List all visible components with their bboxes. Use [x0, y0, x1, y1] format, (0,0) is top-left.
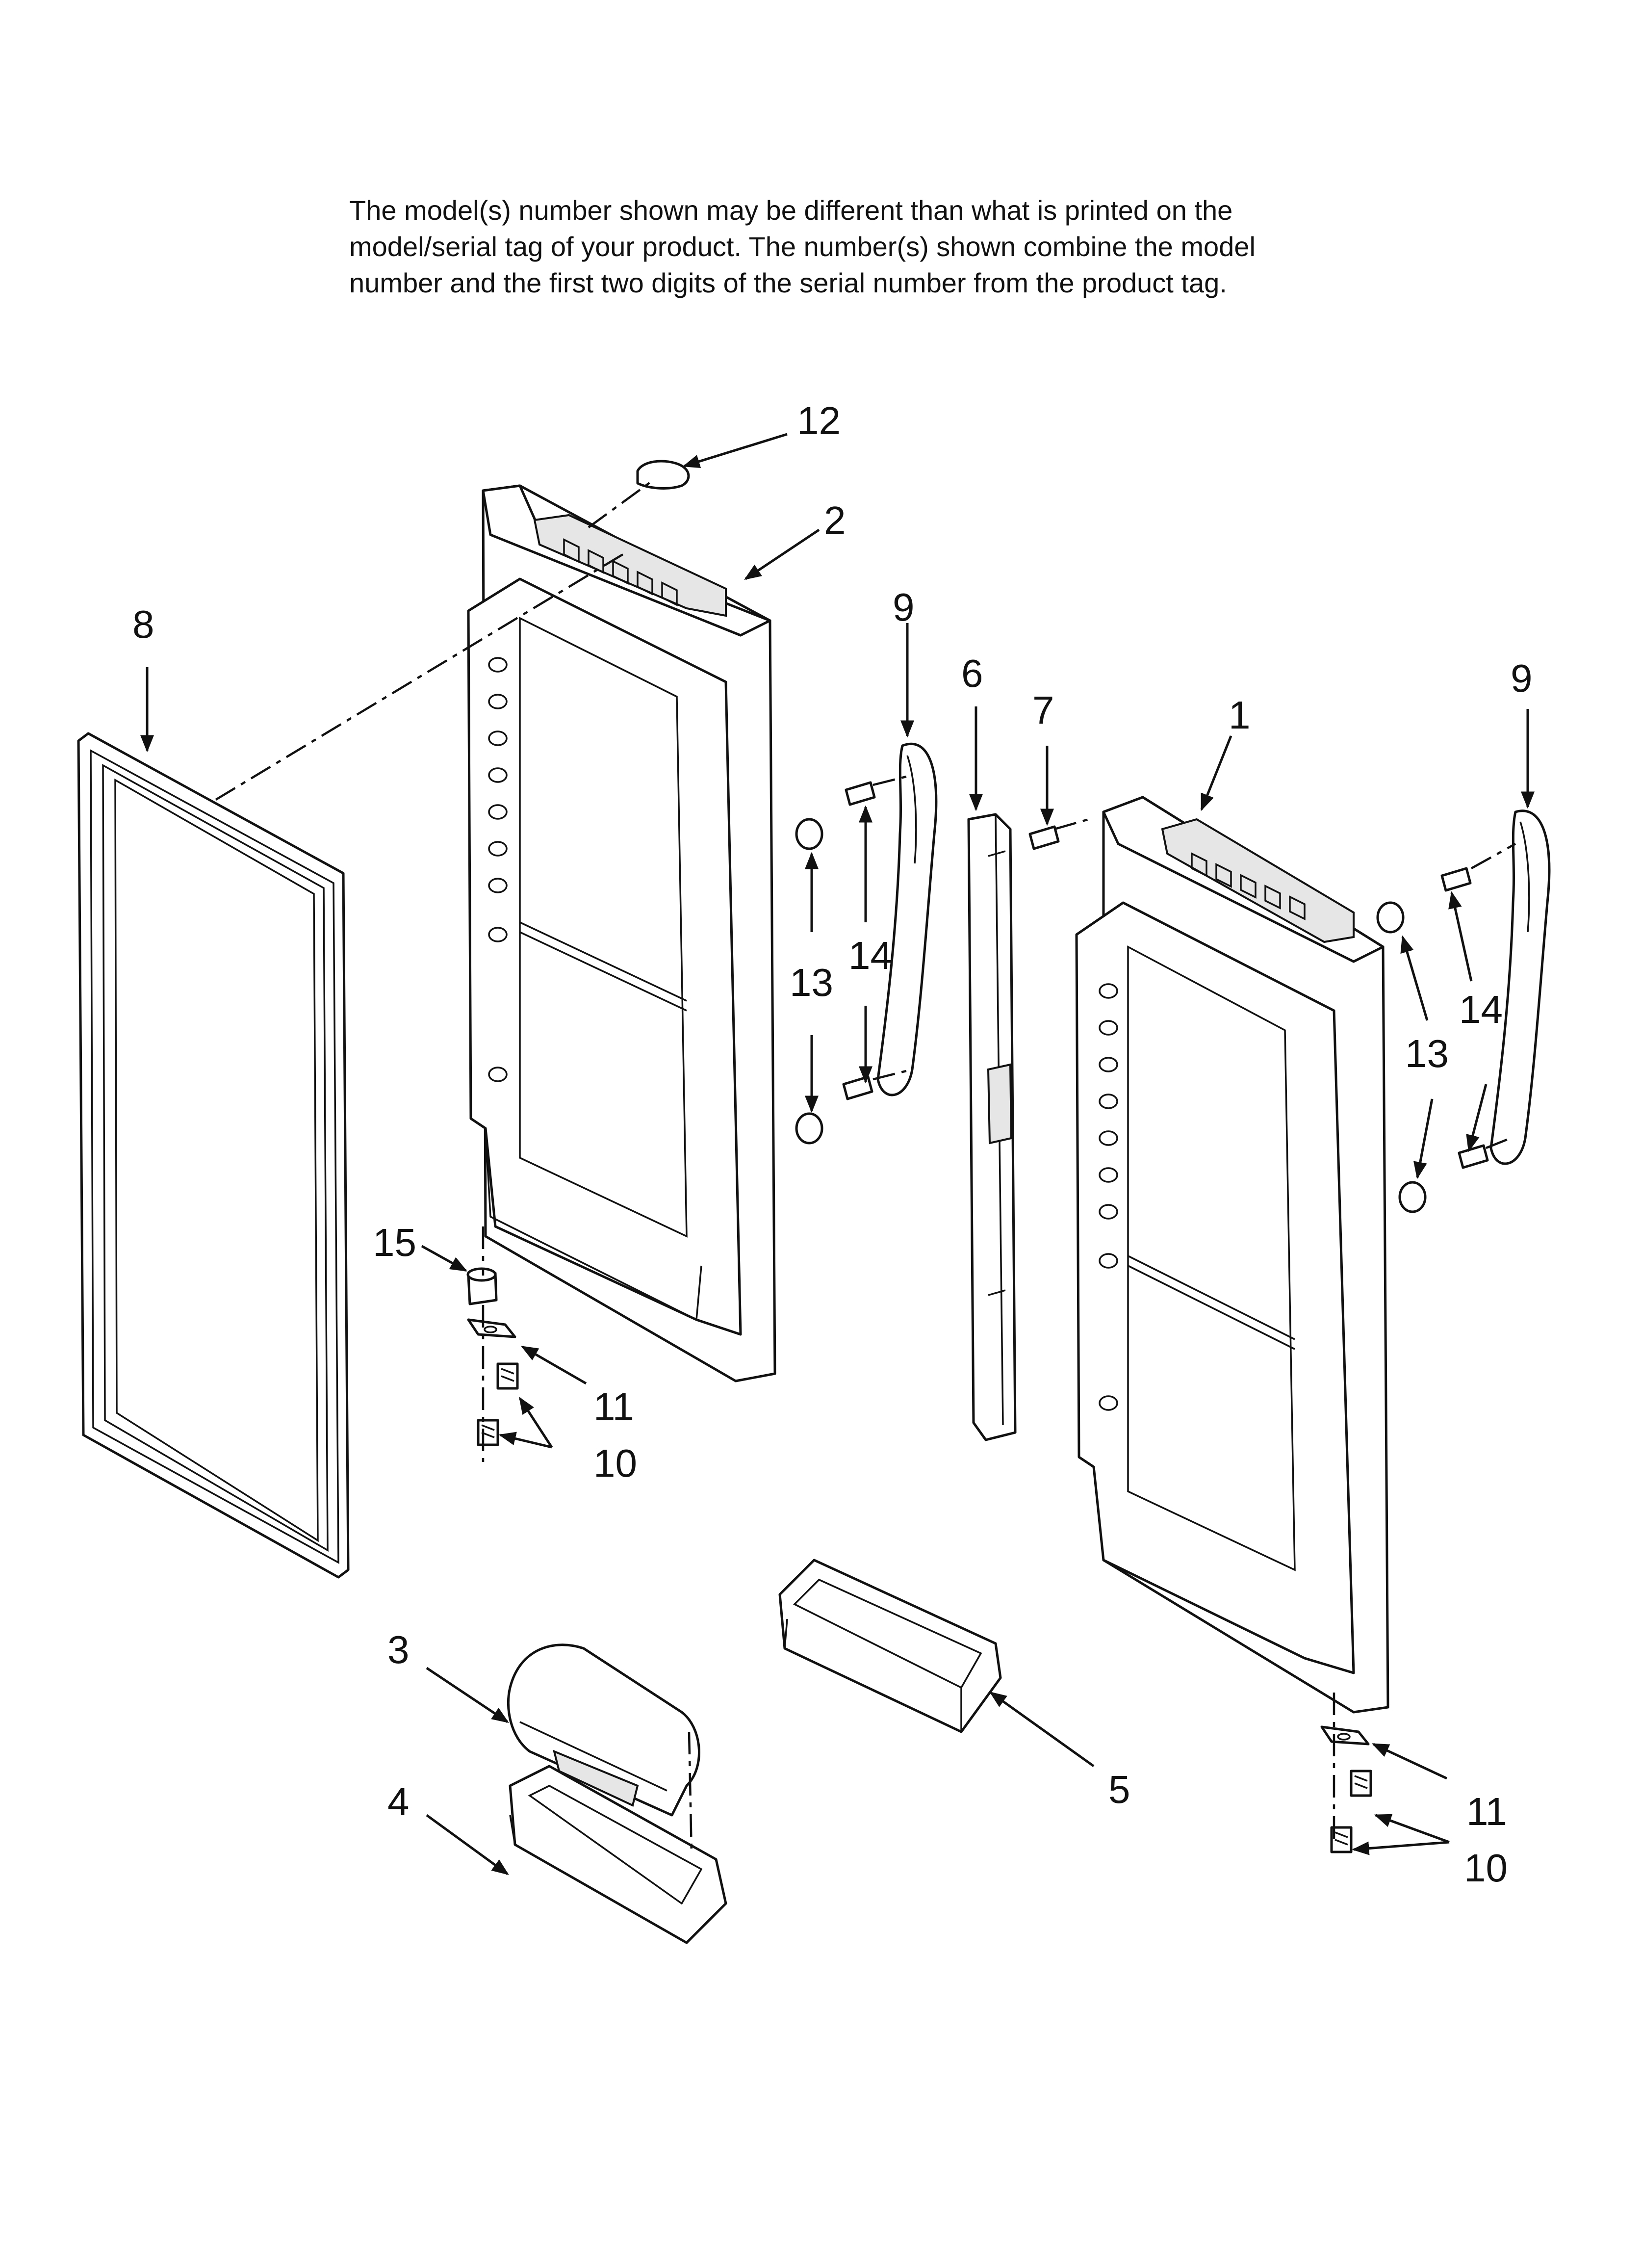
center-mullion	[967, 813, 1017, 1441]
door-cap-12	[636, 460, 690, 490]
dairy-bin	[509, 1765, 727, 1944]
callout-2: 2	[824, 498, 846, 542]
door-gasket	[77, 732, 350, 1579]
callout-13-left: 13	[790, 961, 833, 1004]
handle-bumpers-13	[795, 818, 1427, 1213]
callout-14-right: 14	[1459, 988, 1503, 1031]
screws-10-right	[1330, 1770, 1372, 1853]
hinge-shim-right	[1320, 1725, 1370, 1746]
assembly-lines	[215, 480, 1516, 1855]
callout-1: 1	[1229, 693, 1251, 737]
callout-6: 6	[961, 652, 983, 695]
callout-9-right: 9	[1511, 656, 1533, 700]
callout-12: 12	[797, 399, 841, 443]
notice-line-1: The model(s) number shown may be differe…	[349, 195, 1233, 226]
screws-10-left	[477, 1362, 519, 1446]
left-door-handle	[876, 742, 938, 1096]
leader-lines	[140, 433, 1535, 1876]
callout-8: 8	[132, 602, 154, 646]
left-door	[467, 484, 776, 1382]
right-door	[1075, 796, 1389, 1714]
callout-10-left: 10	[593, 1441, 637, 1485]
notice-line-3: number and the first two digits of the s…	[349, 267, 1227, 298]
callout-7: 7	[1032, 688, 1054, 732]
callout-11-left: 11	[593, 1385, 634, 1429]
callout-9-left: 9	[893, 585, 915, 629]
hinge-shim-left	[467, 1318, 516, 1338]
callout-11-right: 11	[1466, 1790, 1507, 1833]
hinge-bushing	[466, 1267, 498, 1305]
model-number-notice: The model(s) number shown may be differe…	[349, 192, 1477, 301]
callout-3: 3	[387, 1628, 410, 1671]
callout-15: 15	[373, 1221, 416, 1264]
callout-4: 4	[387, 1780, 410, 1824]
right-door-handle	[1489, 809, 1551, 1165]
door-bin	[778, 1559, 1002, 1733]
dairy-door-cover	[507, 1643, 700, 1817]
callout-10-right: 10	[1464, 1846, 1508, 1890]
callout-14-left: 14	[848, 934, 892, 977]
callout-13-right: 13	[1405, 1032, 1449, 1075]
handle-screws-14	[842, 781, 1489, 1169]
notice-line-2: model/serial tag of your product. The nu…	[349, 231, 1256, 262]
callout-5: 5	[1108, 1768, 1130, 1811]
callout-labels: 12 2 8 9 9 6 7 1 14 13 14 13 15 11 10 3 …	[132, 399, 1533, 1890]
